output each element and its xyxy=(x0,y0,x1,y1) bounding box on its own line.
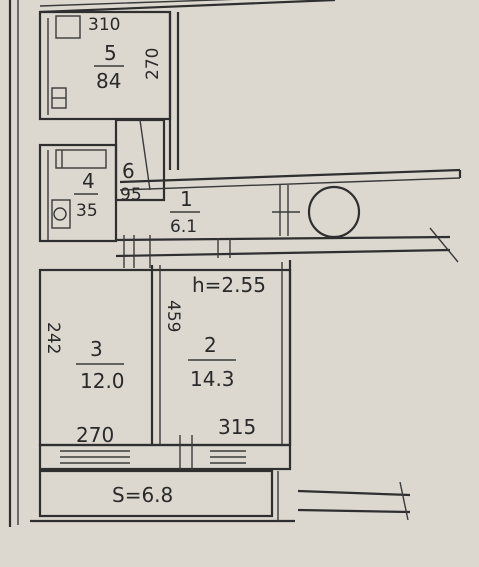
room-2-area: 14.3 xyxy=(190,367,235,391)
room-5-number: 5 xyxy=(104,41,117,65)
outer-left-walls xyxy=(8,0,19,527)
balcony-area-label: S=6.8 xyxy=(112,483,173,507)
dim-right-bottom: 315 xyxy=(218,415,256,439)
room-5-width-label: 310 xyxy=(88,15,120,35)
room-1-number: 1 xyxy=(180,187,193,211)
door-ticks xyxy=(123,235,231,268)
room-6-area: 95 xyxy=(120,185,142,205)
room-5-area: 84 xyxy=(96,69,121,93)
room-3-number: 3 xyxy=(90,337,103,361)
column-circle xyxy=(307,185,361,239)
room-1-area: 6.1 xyxy=(170,217,197,237)
top-lines xyxy=(39,0,336,14)
room-6-number: 6 xyxy=(122,159,135,183)
room-2-side-label: 459 xyxy=(163,300,183,332)
bottom-right-lines xyxy=(297,481,411,521)
room-4-6-walls xyxy=(38,118,166,243)
room-5-height-label: 270 xyxy=(143,48,163,80)
ceiling-height-label: h=2.55 xyxy=(192,273,266,297)
room-3-side-label: 242 xyxy=(43,322,63,354)
balcony-walls xyxy=(30,435,295,523)
room-3-area: 12.0 xyxy=(80,369,125,393)
dim-left-bottom: 270 xyxy=(76,423,114,447)
room-4-number: 4 xyxy=(82,169,95,193)
room-2-number: 2 xyxy=(204,333,217,357)
corridor-walls xyxy=(115,168,462,263)
room-4-area: 35 xyxy=(76,201,98,221)
room-5-walls xyxy=(38,10,180,170)
